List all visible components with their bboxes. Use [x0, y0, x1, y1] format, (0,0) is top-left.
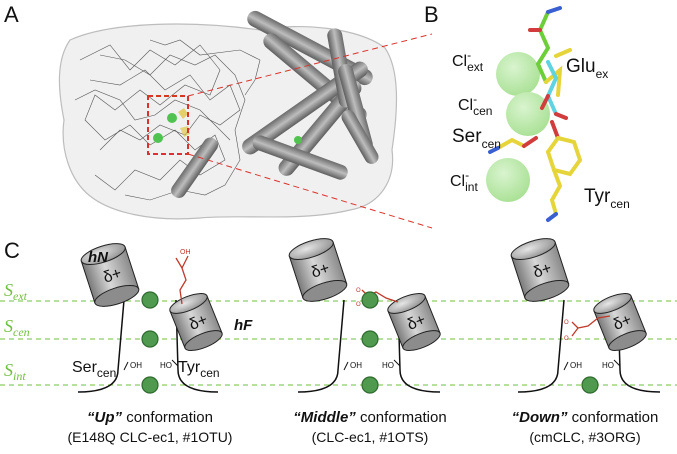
protein-structure	[58, 10, 398, 220]
right-subunit-helices	[171, 10, 379, 198]
svg-text:HO: HO	[382, 361, 394, 370]
zoom-box	[147, 95, 189, 155]
svg-text:O: O	[564, 336, 569, 342]
caption-down: “Down” conformation (cmCLC, #3ORG)	[512, 409, 659, 445]
ion-a1	[167, 113, 177, 123]
panel-b-letter: B	[424, 2, 439, 27]
svg-text:HO: HO	[602, 361, 614, 370]
helix-n-cylinder: δ+	[80, 243, 140, 307]
svg-text:(E148Q CLC-ec1, #1OTU): (E148Q CLC-ec1, #1OTU)	[68, 429, 233, 445]
cl-ext-label: Cl-ext	[452, 48, 484, 74]
binding-site-zoom: Cl-ext Cl-cen Sercen Cl-int Gluex Tyrcen	[450, 6, 630, 222]
svg-text:“Down” conformation: “Down” conformation	[512, 409, 659, 426]
tyr-cen-label-c: Tyrcen	[178, 359, 220, 380]
conformation-middle-diagram: δ+ δ+ O O OH HO	[288, 238, 441, 394]
svg-text:O: O	[564, 320, 569, 326]
svg-text:O: O	[356, 302, 361, 308]
svg-text:OH: OH	[130, 361, 142, 370]
svg-text:OH: OH	[570, 361, 582, 370]
svg-text:(cmCLC, #3ORG): (cmCLC, #3ORG)	[529, 429, 640, 445]
svg-text:δ+: δ+	[101, 265, 124, 287]
ser-sticks	[488, 136, 538, 154]
svg-text:δ+: δ+	[405, 311, 428, 334]
svg-text:“Up” conformation: “Up” conformation	[87, 409, 213, 426]
panel-c-letter: C	[4, 238, 20, 263]
cl-cen-label: Cl-cen	[458, 92, 492, 118]
cl-cen-sphere	[506, 92, 550, 136]
cl-ext-sphere	[496, 52, 540, 96]
zoom-line-top	[187, 33, 433, 97]
svg-text:HO: HO	[160, 361, 172, 370]
helix-n-label: hN	[88, 249, 109, 266]
tyr-sticks	[545, 120, 583, 222]
site-label-ext: Sext	[4, 280, 28, 303]
ion-a2	[153, 133, 163, 143]
helix-f-cylinder: δ+	[169, 293, 223, 351]
tyr-cen-label: Tyrcen	[584, 186, 630, 211]
svg-text:OH: OH	[180, 249, 191, 256]
helix-f-label: hF	[234, 317, 253, 334]
panel-a-letter: A	[4, 2, 19, 27]
svg-text:OH: OH	[350, 361, 362, 370]
ser-cen-label-c: Sercen	[72, 359, 116, 380]
site-label-int: Sint	[4, 360, 26, 383]
zoom-line-bottom	[187, 153, 433, 229]
svg-text:δ+: δ+	[309, 260, 332, 282]
cl-int-sphere	[486, 158, 530, 202]
conformation-up-diagram: δ+ δ+ hN hF OH OH HO Sercen Tyrcen	[72, 243, 253, 394]
caption-up: “Up” conformation (E148Q CLC-ec1, #1OTU)	[68, 409, 233, 445]
ser-cen-label: Sercen	[452, 126, 501, 151]
conformation-down-diagram: δ+ δ+ O O OH HO	[510, 238, 661, 394]
svg-text:“Middle” conformation: “Middle” conformation	[293, 409, 446, 426]
svg-text:(CLC-ec1, #1OTS): (CLC-ec1, #1OTS)	[312, 429, 429, 445]
site-label-cen: Scen	[4, 316, 30, 339]
backbone-trace	[74, 39, 261, 201]
caption-middle: “Middle” conformation (CLC-ec1, #1OTS)	[293, 409, 446, 445]
ion-a3	[294, 136, 302, 144]
glu-ex-label: Gluex	[566, 56, 608, 81]
svg-text:O: O	[356, 288, 361, 294]
svg-text:δ+: δ+	[187, 311, 210, 334]
cl-int-label: Cl-int	[450, 168, 478, 194]
svg-text:δ+: δ+	[531, 260, 554, 282]
svg-text:δ+: δ+	[611, 311, 634, 334]
glu-sticks	[528, 6, 572, 120]
